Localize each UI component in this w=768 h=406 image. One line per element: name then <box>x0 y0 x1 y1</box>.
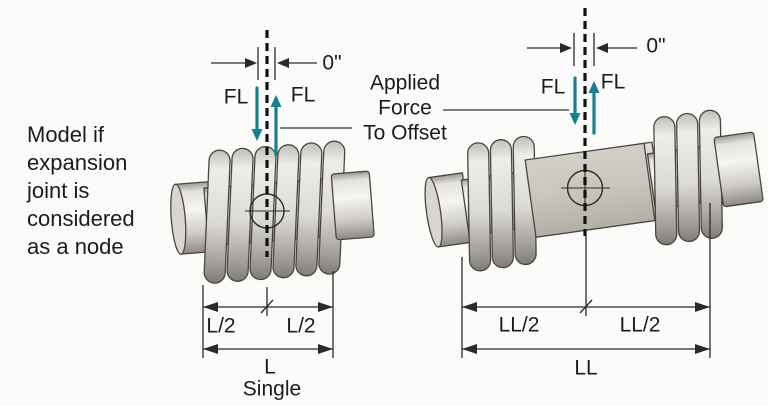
model-note: Model if expansion joint is considered a… <box>27 122 135 259</box>
right-fl-right-label: FL <box>600 70 626 94</box>
left-half-left-label: L/2 <box>206 314 236 338</box>
left-offset-dimension <box>211 47 317 80</box>
applied-force-label: Applied Force To Offset <box>363 71 447 145</box>
right-total-label: LL <box>574 356 598 380</box>
right-offset-dimension <box>527 33 637 66</box>
left-half-right-label: L/2 <box>286 314 316 338</box>
right-offset-label: 0" <box>646 34 666 58</box>
single-caption: Single <box>242 377 302 401</box>
right-pipe-stub <box>713 131 764 208</box>
right-half-right-label: LL/2 <box>619 313 661 337</box>
left-force-arrows <box>251 86 282 157</box>
left-pipe-end-cap <box>424 176 443 248</box>
left-total-label: L <box>264 355 276 379</box>
left-offset-label: 0" <box>322 51 342 75</box>
right-force-arrows <box>569 76 600 135</box>
single-bellows-assembly <box>170 140 375 284</box>
left-fl-left-label: FL <box>223 85 249 109</box>
center-spool <box>524 142 658 238</box>
universal-joint-assembly <box>424 109 764 272</box>
right-fl-left-label: FL <box>540 75 566 99</box>
left-pipe-end-cap <box>170 183 187 255</box>
right-dimensions <box>461 203 711 358</box>
left-fl-right-label: FL <box>290 83 316 107</box>
left-dimensions <box>202 271 334 358</box>
right-pipe-stub <box>330 170 375 241</box>
right-half-left-label: LL/2 <box>498 313 540 337</box>
